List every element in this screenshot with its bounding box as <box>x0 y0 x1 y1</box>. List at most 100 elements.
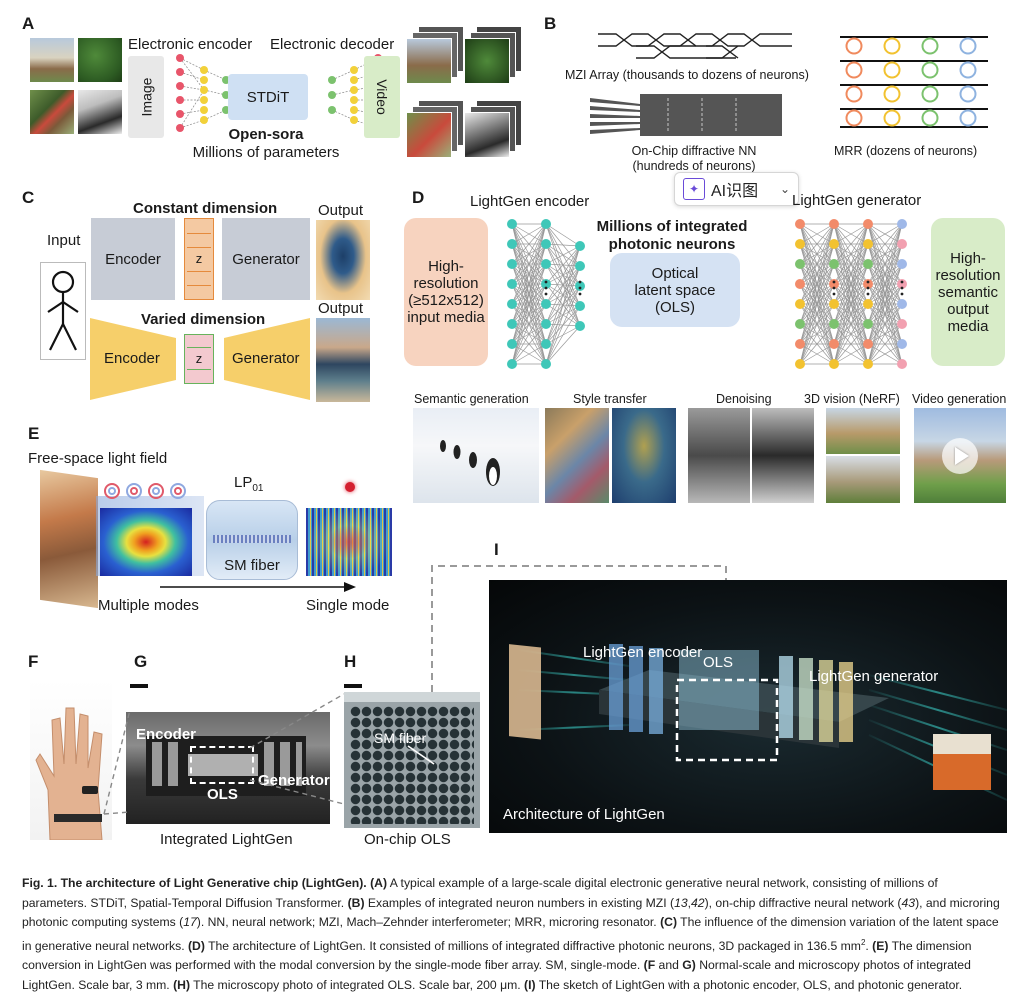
caption-b-ref-4[interactable]: 17 <box>183 915 197 930</box>
encoder-1-label: Encoder <box>105 250 161 268</box>
input-box-line-3: (≥512x512) <box>408 292 484 309</box>
network-node <box>541 319 551 329</box>
network-node <box>541 219 551 229</box>
network-node <box>541 359 551 369</box>
network-edge <box>833 243 869 365</box>
output-box-line-2: resolution <box>935 266 1001 284</box>
lightgen-architecture-render: LightGen encoder OLS LightGen generator … <box>489 580 1007 833</box>
g-ols-dashed-box <box>190 746 254 784</box>
ellipsis-dot <box>900 292 904 296</box>
video-generation-photo <box>914 408 1006 503</box>
network-edge <box>833 263 869 365</box>
caption-fg-label-2: G) <box>682 958 696 973</box>
panel-a-label: A <box>22 14 35 33</box>
ols-line-1: Optical <box>651 264 699 282</box>
semantic-photo <box>413 408 539 503</box>
z-stack-2: z <box>184 334 214 384</box>
caption-fg-text: Normal-scale and microscopy photos of in… <box>22 958 971 993</box>
network-node <box>541 239 551 249</box>
caption-b-ref-1[interactable]: 13 <box>674 895 688 910</box>
network-edge <box>833 223 869 345</box>
network-node <box>795 359 805 369</box>
network-node <box>829 299 839 309</box>
ai-sparkle-icon: ✦ <box>683 178 705 200</box>
mrr-ring <box>921 85 939 103</box>
figure-caption: Fig. 1. The architecture of Light Genera… <box>22 874 1006 996</box>
network-node <box>541 259 551 269</box>
play-icon[interactable] <box>942 438 978 474</box>
caption-a-label: (A) <box>370 876 387 890</box>
network-edge <box>867 343 903 365</box>
g-ols-label: OLS <box>207 786 238 803</box>
ellipsis-dot <box>900 286 904 290</box>
ellipsis-dot <box>832 292 836 296</box>
network-edge <box>511 223 547 305</box>
i-generator-label: LightGen generator <box>809 668 939 685</box>
network-node <box>507 339 517 349</box>
caption-b-text-4: ), and microring photonic computing syst… <box>22 895 1000 930</box>
g-encoder-label: Encoder <box>136 726 197 743</box>
ellipsis-dot <box>866 286 870 290</box>
network-node <box>863 299 873 309</box>
network-edge <box>511 223 547 265</box>
ai-image-recognition-button[interactable]: ✦ AI识图 ⌄ <box>674 172 799 206</box>
network-edge <box>867 243 903 365</box>
style-transfer-photo-1 <box>545 408 609 503</box>
single-mode-dot <box>345 482 355 492</box>
network-node <box>829 339 839 349</box>
network-edge <box>867 223 903 305</box>
caption-b-label: (B) <box>347 895 365 910</box>
network-edge <box>833 223 869 285</box>
network-node <box>829 359 839 369</box>
network-edge <box>833 323 869 365</box>
ellipsis-dot <box>544 280 548 284</box>
caption-b-ref-2[interactable]: 42 <box>691 895 705 910</box>
network-edge <box>511 223 547 245</box>
denoising-photo-1 <box>688 408 750 503</box>
network-edge <box>833 283 869 365</box>
mrr-ring <box>959 109 977 127</box>
output-box-line-4: output <box>947 300 989 318</box>
network-edge <box>799 263 835 365</box>
ellipsis-dot <box>900 280 904 284</box>
scale-bar-h <box>344 684 362 688</box>
network-node <box>897 299 907 309</box>
network-node <box>829 219 839 229</box>
scale-bar-g <box>130 684 148 688</box>
caption-a-text: A typical example of a large-scale digit… <box>22 876 938 910</box>
nerf-photo-2 <box>826 456 900 503</box>
h-fiber-pointer <box>407 745 435 765</box>
network-edge <box>799 223 835 345</box>
caption-b-text-3: ), on-chip diffractive neural network ( <box>704 895 902 910</box>
ols-line-3: (OLS) <box>654 298 695 316</box>
network-edge <box>867 223 903 365</box>
network-node <box>507 219 517 229</box>
caption-b-text-1: Examples of integrated neuron numbers in… <box>367 895 675 910</box>
zoom-lines-h <box>249 693 345 805</box>
caption-fig-number: Fig. 1. <box>22 876 58 890</box>
caption-c-text: The influence of the dimension variation… <box>22 915 999 953</box>
input-media-box: High- resolution (≥512x512) input media <box>404 218 488 366</box>
network-edge <box>867 223 903 325</box>
network-edge <box>833 223 869 305</box>
stdit-box: STDiT <box>228 74 308 120</box>
generator-1-label: Generator <box>232 250 300 268</box>
input-photo-1 <box>30 38 74 82</box>
i-encoder-label: LightGen encoder <box>583 644 703 661</box>
network-node <box>541 279 551 289</box>
panel-d-label: D <box>412 188 425 207</box>
network-node <box>863 259 873 269</box>
encoder-2-label: Encoder <box>104 350 160 367</box>
z-2-label: z <box>195 351 203 366</box>
network-node <box>795 319 805 329</box>
network-node <box>541 339 551 349</box>
caption-b-ref-3[interactable]: 43 <box>901 895 916 910</box>
network-edge <box>799 223 835 285</box>
network-node <box>795 299 805 309</box>
i-ols-label: OLS <box>703 654 734 671</box>
generator-box-1: Generator <box>222 218 310 300</box>
mrr-ring <box>845 109 863 127</box>
image-box: Image <box>128 56 164 138</box>
nerf-photo-1 <box>826 408 900 454</box>
caption-fg-and: and <box>658 958 679 973</box>
